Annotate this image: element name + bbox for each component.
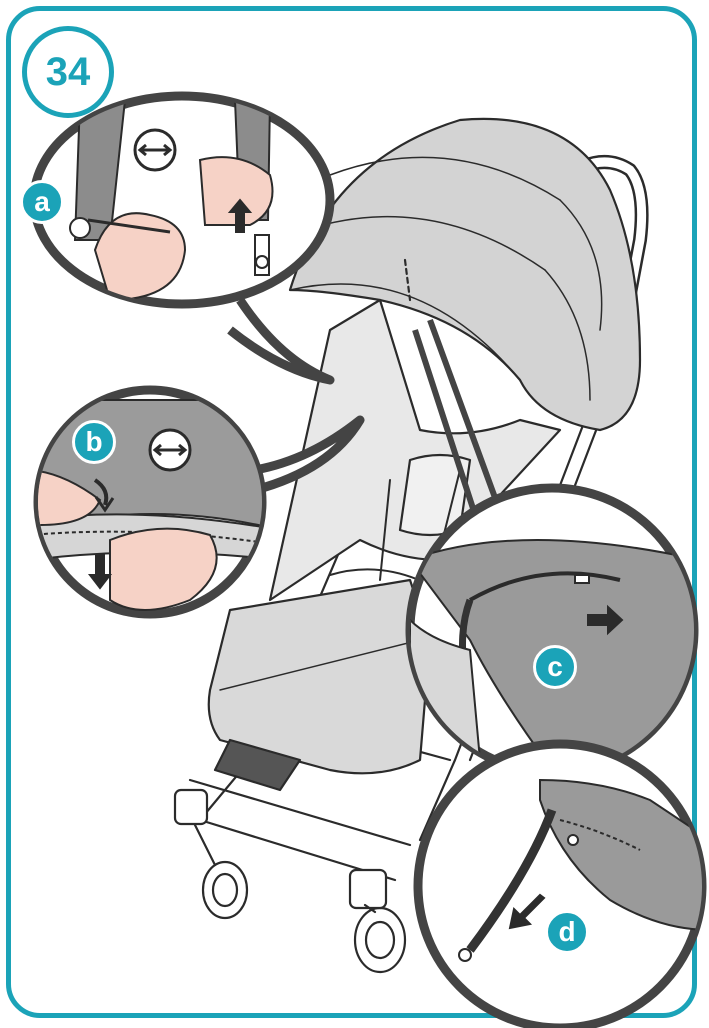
callout-d	[413, 739, 707, 1028]
down-arrow-icon	[87, 554, 113, 590]
page-frame	[6, 6, 697, 1018]
label-d-badge: d	[545, 910, 589, 954]
front-wheel-left	[201, 860, 249, 920]
up-arrow-icon	[227, 198, 253, 233]
callout-a	[29, 91, 335, 385]
label-b-badge: b	[72, 420, 116, 464]
right-arrow-icon	[587, 604, 624, 636]
label-a-badge: a	[20, 180, 64, 224]
front-wheel-right	[353, 906, 407, 974]
step-number-badge: 34	[22, 26, 114, 118]
label-c-badge: c	[533, 645, 577, 689]
down-left-arrow-icon	[508, 893, 546, 930]
rotate-icon	[148, 428, 192, 472]
stroller-seat-front	[207, 578, 432, 775]
stroller-basket	[213, 738, 302, 792]
stroller-canopy	[288, 117, 642, 432]
rotate-icon	[133, 128, 177, 172]
stroller	[173, 117, 649, 974]
curved-arrow-icon	[93, 478, 115, 513]
